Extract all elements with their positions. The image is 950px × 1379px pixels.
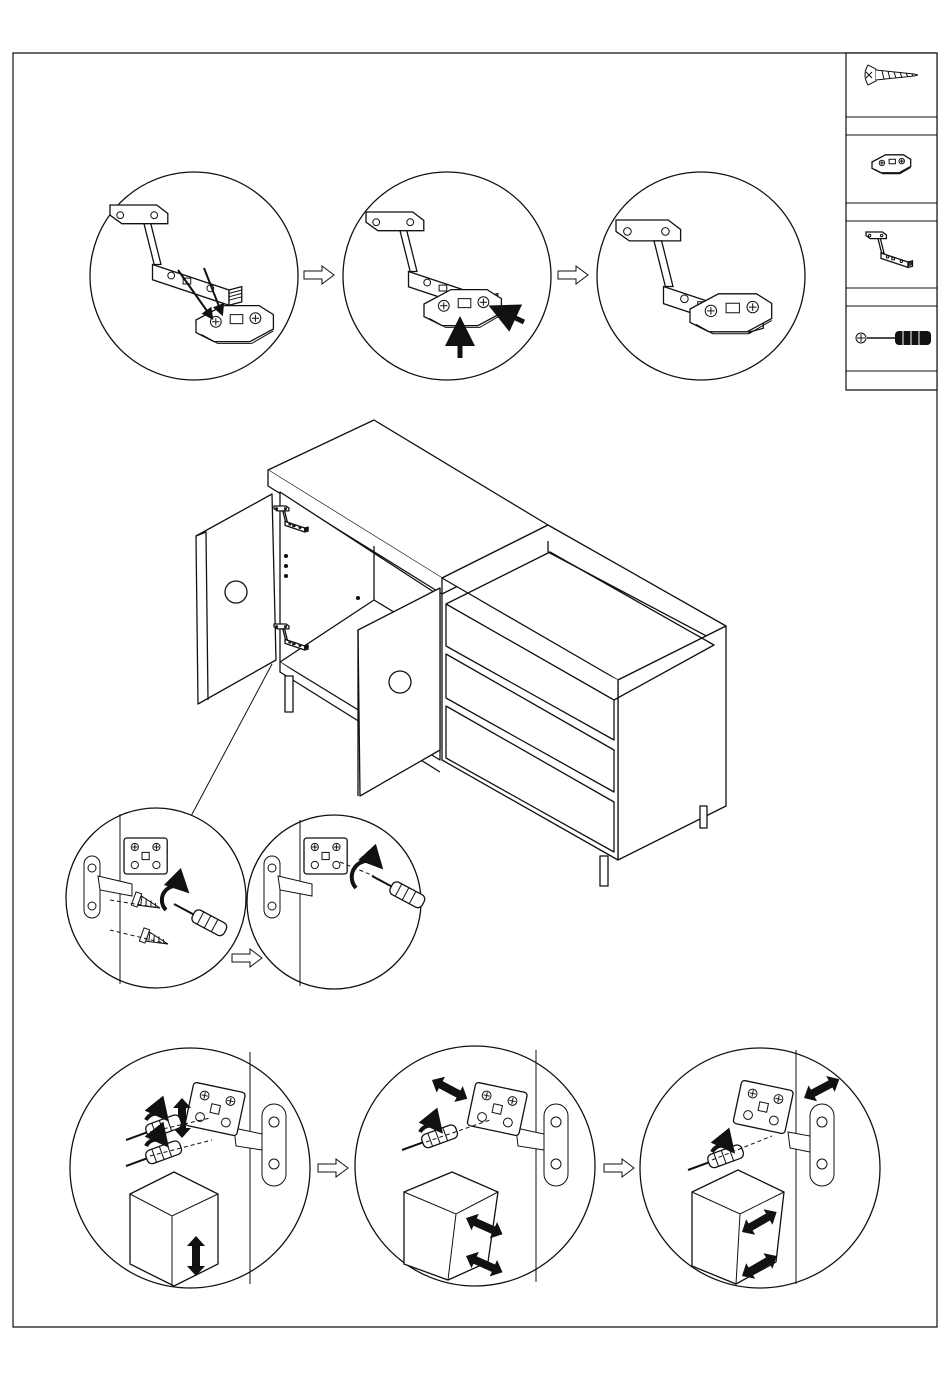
process-arrow-1	[304, 266, 334, 284]
process-arrow-5	[604, 1159, 634, 1177]
process-arrow-3	[232, 949, 262, 967]
step-hinge-attach-to-side	[66, 808, 426, 989]
hinge-screw-detail	[66, 808, 246, 988]
cabinet-overview	[196, 420, 726, 886]
hinge-detail-assembled	[597, 172, 805, 380]
hinge-detail-push	[343, 172, 551, 380]
adjust-vertical-detail	[70, 1048, 310, 1288]
adjust-depth-detail	[355, 1046, 595, 1286]
hinge-detail-separate	[90, 172, 298, 380]
parts-legend	[846, 53, 937, 390]
hinge-screwed-detail	[247, 815, 426, 989]
step-door-adjustment	[70, 1046, 880, 1288]
adjust-side-detail	[640, 1048, 880, 1288]
process-arrow-4	[318, 1159, 348, 1177]
step-hinge-clip-on	[90, 172, 805, 380]
process-arrow-2	[558, 266, 588, 284]
